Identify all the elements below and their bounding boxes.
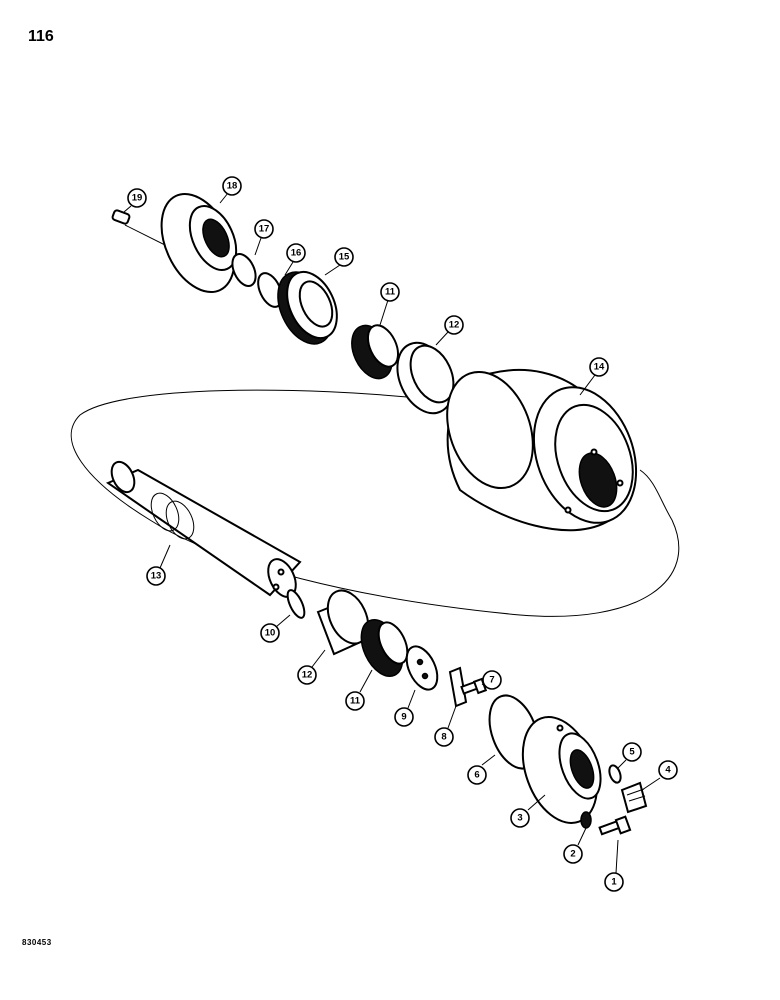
callout-12-upper: 12 (435, 315, 464, 346)
svg-text:5: 5 (629, 747, 635, 758)
callout-12-lower: 12 (297, 649, 326, 685)
callout-1: 1 (604, 839, 624, 892)
svg-text:12: 12 (449, 320, 460, 331)
svg-text:2: 2 (570, 849, 575, 860)
callout-18: 18 (219, 176, 242, 204)
callout-2: 2 (563, 827, 587, 864)
callout-11-upper: 11 (379, 282, 400, 326)
svg-text:18: 18 (227, 181, 238, 192)
o-ring-5 (608, 764, 622, 784)
svg-text:13: 13 (151, 571, 162, 582)
callout-6: 6 (467, 754, 496, 785)
tapered-roller-bearing-11-upper (351, 324, 400, 380)
svg-text:10: 10 (265, 628, 276, 639)
callout-10: 10 (260, 614, 291, 643)
plug-4 (620, 781, 648, 814)
roller-14 (446, 369, 638, 532)
page-number: 116 (28, 28, 54, 45)
callout-19: 19 (123, 188, 147, 213)
seal-15 (277, 270, 338, 345)
lock-washer-2 (580, 811, 592, 829)
retainer-9 (405, 645, 439, 691)
svg-text:6: 6 (474, 770, 479, 781)
cap-screw-7 (460, 677, 488, 695)
callout-13: 13 (146, 544, 171, 586)
end-collar-3 (521, 716, 602, 824)
svg-text:12: 12 (302, 670, 313, 681)
svg-text:3: 3 (517, 813, 522, 824)
callout-17: 17 (254, 219, 274, 256)
callout-11-lower: 11 (345, 669, 373, 711)
snap-ring-17 (231, 253, 257, 287)
callout-7: 7 (481, 670, 502, 690)
callout-4: 4 (641, 760, 678, 791)
end-collar-18 (160, 192, 238, 294)
svg-text:14: 14 (594, 362, 605, 373)
bearing-cup-12-upper (396, 341, 455, 415)
svg-text:8: 8 (441, 732, 446, 743)
svg-text:19: 19 (132, 193, 143, 204)
bearing-cup-12-lower (316, 589, 370, 656)
callout-15: 15 (324, 247, 354, 276)
figure-code: 830453 (22, 938, 52, 947)
svg-text:16: 16 (291, 248, 302, 259)
svg-text:17: 17 (259, 224, 270, 235)
pin-10 (286, 589, 306, 619)
svg-text:15: 15 (339, 252, 350, 263)
svg-text:7: 7 (489, 675, 494, 686)
bolt-1 (598, 815, 632, 836)
svg-text:4: 4 (665, 765, 671, 776)
lock-plate-8 (448, 666, 468, 708)
callout-5: 5 (617, 742, 642, 769)
svg-text:11: 11 (350, 696, 361, 707)
callout-8: 8 (434, 705, 457, 747)
tapered-roller-bearing-11-lower (360, 619, 409, 677)
callout-16: 16 (284, 243, 306, 276)
shaft-13 (105, 460, 302, 598)
callout-3: 3 (510, 794, 546, 828)
callout-9: 9 (394, 689, 416, 727)
callout-14: 14 (579, 357, 609, 396)
svg-text:11: 11 (385, 287, 396, 298)
svg-text:9: 9 (401, 712, 406, 723)
dowel-pin-19 (111, 209, 176, 251)
svg-text:1: 1 (611, 877, 617, 888)
